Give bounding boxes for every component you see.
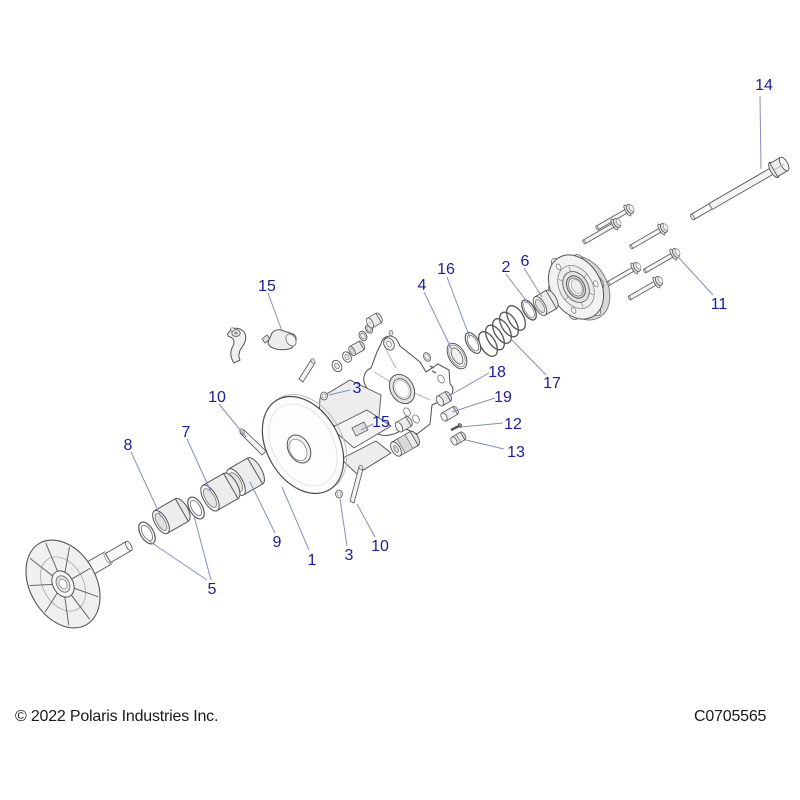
callout-9: 9	[273, 534, 282, 551]
retaining-ring-16	[464, 331, 482, 355]
callout-16: 16	[437, 261, 455, 278]
callout-17: 17	[543, 375, 561, 392]
callout-10b: 10	[371, 538, 389, 555]
bushing-8	[152, 497, 191, 535]
copyright-text: © 2022 Polaris Industries Inc.	[15, 708, 219, 725]
roller-pin	[390, 430, 421, 457]
clutch-weight-arm	[227, 327, 247, 364]
bolt	[643, 248, 681, 274]
pin-upper	[298, 358, 316, 383]
nut-18	[435, 391, 452, 407]
bolt	[629, 223, 669, 250]
callout-7: 7	[182, 424, 191, 441]
bolt	[627, 276, 664, 301]
callout-12: 12	[504, 416, 522, 433]
screw-12	[450, 423, 463, 432]
callout-10a: 10	[208, 389, 226, 406]
callouts: 14 11 16 4 2 6 17 18 19 12 13 15 15 3 10…	[124, 77, 773, 598]
small-parts-column	[331, 312, 383, 373]
callout-6: 6	[521, 253, 530, 270]
bushing-6	[532, 289, 559, 316]
roller	[394, 416, 413, 433]
oring-5b	[187, 496, 205, 520]
movable-sheave-disc-1	[261, 394, 348, 495]
callout-1: 1	[308, 552, 317, 569]
clutch-bolt-14	[690, 156, 790, 221]
callout-2: 2	[502, 259, 511, 276]
callout-3a: 3	[353, 380, 362, 397]
callout-18: 18	[488, 364, 506, 381]
nut-3-lower	[335, 489, 343, 499]
pin-10-lower	[349, 464, 364, 504]
bolt	[582, 218, 622, 245]
callout-13: 13	[507, 444, 525, 461]
cover-hub	[547, 253, 611, 321]
bushing-13	[450, 431, 467, 446]
fixed-sheave-fan	[25, 539, 133, 629]
callout-15a: 15	[258, 278, 276, 295]
part-code-text: C0705565	[694, 708, 767, 725]
ramp-clip-15	[351, 421, 369, 437]
callout-4: 4	[418, 277, 427, 294]
clutch-spring-17	[477, 305, 527, 357]
callout-3b: 3	[345, 547, 354, 564]
oring-2	[521, 299, 537, 321]
callout-14: 14	[755, 77, 773, 94]
callout-19: 19	[494, 389, 512, 406]
callout-5: 5	[208, 581, 217, 598]
spider-bracket	[363, 330, 454, 436]
cover-bolts	[582, 204, 681, 301]
nut-3-upper	[320, 391, 328, 401]
bushing-7	[200, 472, 241, 512]
callout-8: 8	[124, 437, 133, 454]
callout-15b: 15	[372, 414, 390, 431]
bolt	[606, 262, 642, 286]
cap-15	[261, 329, 297, 351]
plunger-19	[440, 405, 459, 422]
leader-lines	[130, 95, 762, 581]
callout-11: 11	[711, 296, 728, 313]
